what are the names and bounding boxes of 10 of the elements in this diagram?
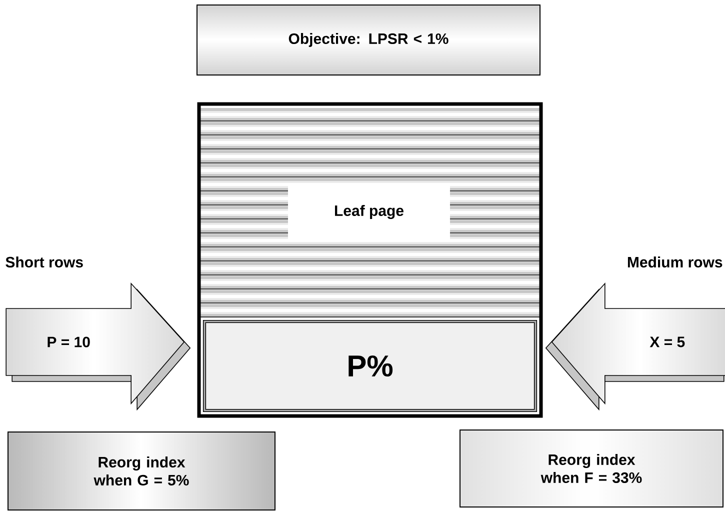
- arrow-caption: Short rows: [6, 256, 83, 268]
- edge-label: P = 10: [48, 336, 90, 348]
- block-arrow: [6, 282, 191, 411]
- block-arrow: [545, 282, 725, 411]
- text-box: Objective: LPSR < 1%: [196, 4, 540, 76]
- text-box: Reorg index when G = 5%: [8, 432, 276, 510]
- text-box: Reorg index when F = 33%: [460, 430, 724, 508]
- arrow-caption: Medium rows: [628, 256, 722, 268]
- percent-box: P%: [202, 320, 538, 412]
- edge-label: X = 5: [650, 336, 685, 348]
